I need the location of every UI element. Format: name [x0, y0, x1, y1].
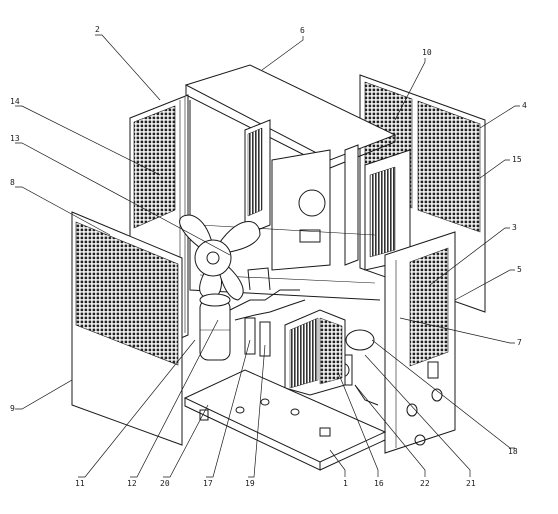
callout-22: 22 — [420, 479, 430, 488]
callout-1: 1 — [343, 479, 348, 488]
callout-11: 11 — [75, 479, 85, 488]
callout-6: 6 — [300, 26, 305, 35]
base-tray — [183, 369, 387, 471]
fan-blade — [179, 214, 261, 301]
callout-18: 18 — [508, 447, 518, 456]
inner-frame — [189, 100, 411, 301]
callout-17: 17 — [203, 479, 213, 488]
leader-lines — [15, 34, 520, 478]
heat-exchanger — [284, 309, 346, 396]
callout-12: 12 — [127, 479, 137, 488]
callout-13: 13 — [10, 134, 20, 143]
callout-3: 3 — [512, 223, 517, 232]
callout-21: 21 — [466, 479, 476, 488]
callout-14: 14 — [10, 97, 20, 106]
callout-8: 8 — [10, 178, 15, 187]
front-panel — [71, 211, 183, 446]
callout-5: 5 — [517, 265, 522, 274]
callout-7: 7 — [517, 338, 522, 347]
compressor — [199, 293, 231, 361]
callout-16: 16 — [374, 479, 384, 488]
callout-10: 10 — [422, 48, 432, 57]
callout-20: 20 — [160, 479, 170, 488]
callout-19: 19 — [245, 479, 255, 488]
callout-9: 9 — [10, 404, 15, 413]
callout-4: 4 — [522, 101, 527, 110]
right-side-panel — [384, 231, 456, 454]
callout-labels: 2 6 10 4 15 3 5 7 14 13 8 9 11 12 20 17 … — [10, 25, 527, 488]
callout-15: 15 — [512, 155, 522, 164]
callout-2: 2 — [95, 25, 100, 34]
